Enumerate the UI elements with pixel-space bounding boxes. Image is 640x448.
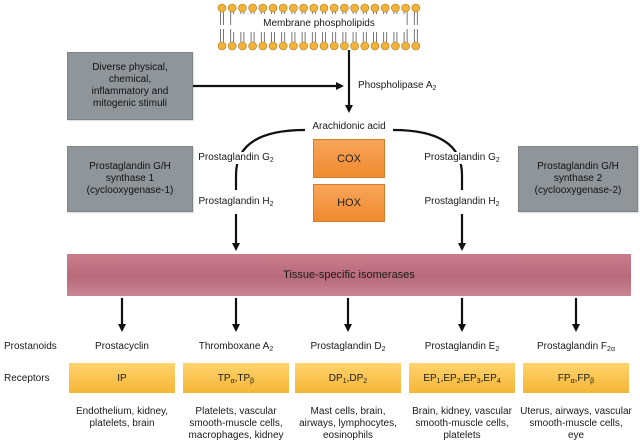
receptor-box: EP1, EP2, EP3, EP4	[409, 363, 515, 393]
lipid-head	[329, 41, 339, 51]
lipid-head	[248, 3, 257, 13]
lipid-head	[391, 3, 400, 13]
receptor-label: DP1	[328, 372, 347, 385]
receptor-label: FPβ	[577, 372, 595, 385]
curve-left-pathway	[234, 128, 306, 190]
cox1-enzyme-box: Prostaglandin G/H synthase 1 (cyclooxyge…	[67, 146, 193, 212]
lipid-head	[319, 41, 329, 51]
prostanoid-name: Prostaglandin F2α	[537, 341, 615, 353]
lipid-head	[217, 41, 227, 51]
receptors-row-label: Receptors	[4, 373, 50, 384]
pg-h2-left: Prostaglandin H2	[196, 196, 276, 208]
lipid-head	[391, 41, 400, 51]
lipid-head	[248, 41, 257, 51]
lipid-head	[340, 3, 349, 13]
receptor-label: EP3	[463, 372, 481, 385]
receptor-label: EP1	[423, 372, 441, 385]
prostanoid-name: Prostaglandin E2	[424, 341, 500, 353]
lipid-head	[268, 3, 278, 13]
cox-box: COX	[313, 139, 385, 178]
receptor-box: FPα, FPβ	[523, 363, 629, 393]
lipid-head	[401, 41, 410, 51]
pg-g2-left: Prostaglandin G2	[196, 152, 276, 164]
cox2-enzyme-box: Prostaglandin G/H synthase 2 (cyclooxyge…	[518, 146, 638, 212]
prostanoid-name: Prostaglandin D2	[310, 341, 386, 353]
prostanoids-row-label: Prostanoids	[4, 341, 57, 352]
lipid-head	[350, 41, 359, 51]
phospholipase-label: Phospholipase A2	[358, 80, 437, 92]
pg-g2-right: Prostaglandin G2	[422, 152, 502, 164]
curve-right-pathway	[392, 128, 464, 190]
lipid-head	[350, 3, 359, 13]
lipid-head	[329, 3, 339, 13]
lipid-head	[380, 41, 390, 51]
lipid-head	[217, 3, 227, 13]
tissue-distribution: Uterus, airways, vascular smooth-muscle …	[520, 406, 632, 441]
lipid-head	[309, 41, 319, 51]
receptor-box: IP	[69, 363, 175, 393]
lipid-head	[258, 41, 268, 51]
lipid-head	[360, 41, 370, 51]
lipid-head	[299, 41, 308, 51]
membrane-label: Membrane phospholipids	[232, 14, 406, 32]
tissue-distribution: Platelets, vascular smooth-muscle cells,…	[188, 406, 284, 441]
lipid-head	[238, 3, 247, 13]
lipid-head	[319, 3, 329, 13]
receptor-box: DP1, DP2	[295, 363, 401, 393]
receptor-label: TPβ	[237, 372, 255, 385]
lipid-head	[401, 3, 410, 13]
lipid-head	[227, 41, 237, 51]
tissue-distribution: Brain, kidney, vascular smooth-muscle ce…	[412, 406, 512, 441]
tissue-distribution: Endothelium, kidney, platelets, brain	[75, 406, 169, 429]
tissue-distribution: Mast cells, brain, airways, lymphocytes,…	[299, 406, 397, 441]
pg-h2-right: Prostaglandin H2	[422, 196, 502, 208]
lipid-head	[289, 3, 298, 13]
membrane-bilayer	[217, 3, 421, 51]
lipid-head	[411, 41, 421, 51]
receptor-label: IP	[117, 372, 127, 384]
lipid-head	[380, 3, 390, 13]
receptor-label: EP4	[483, 372, 501, 385]
lipid-head	[289, 41, 298, 51]
prostanoid-name: Thromboxane A2	[198, 341, 274, 353]
lipid-head	[299, 3, 308, 13]
receptor-box: TPα, TPβ	[183, 363, 289, 393]
lipid-head	[309, 3, 319, 13]
receptor-label: DP2	[349, 372, 368, 385]
lipid-head	[227, 3, 237, 13]
receptor-label: FPα	[557, 372, 575, 385]
lipid-head	[340, 41, 349, 51]
lipid-head	[370, 41, 380, 51]
receptor-label: TPα	[217, 372, 235, 385]
stimuli-box: Diverse physical, chemical, inflammatory…	[67, 52, 193, 120]
prostanoid-name: Prostacyclin	[95, 341, 149, 352]
lipid-head	[370, 3, 380, 13]
arachidonic-acid-label: Arachidonic acid	[312, 121, 386, 132]
lipid-head	[360, 3, 370, 13]
lipid-head	[278, 3, 288, 13]
lipid-head	[268, 41, 278, 51]
hox-box: HOX	[313, 184, 385, 222]
receptor-label: EP2	[443, 372, 461, 385]
lipid-head	[411, 3, 421, 13]
lipid-head	[238, 41, 247, 51]
lipid-head	[258, 3, 268, 13]
lipid-head	[278, 41, 288, 51]
isomerases-bar: Tissue-specific isomerases	[67, 254, 631, 296]
